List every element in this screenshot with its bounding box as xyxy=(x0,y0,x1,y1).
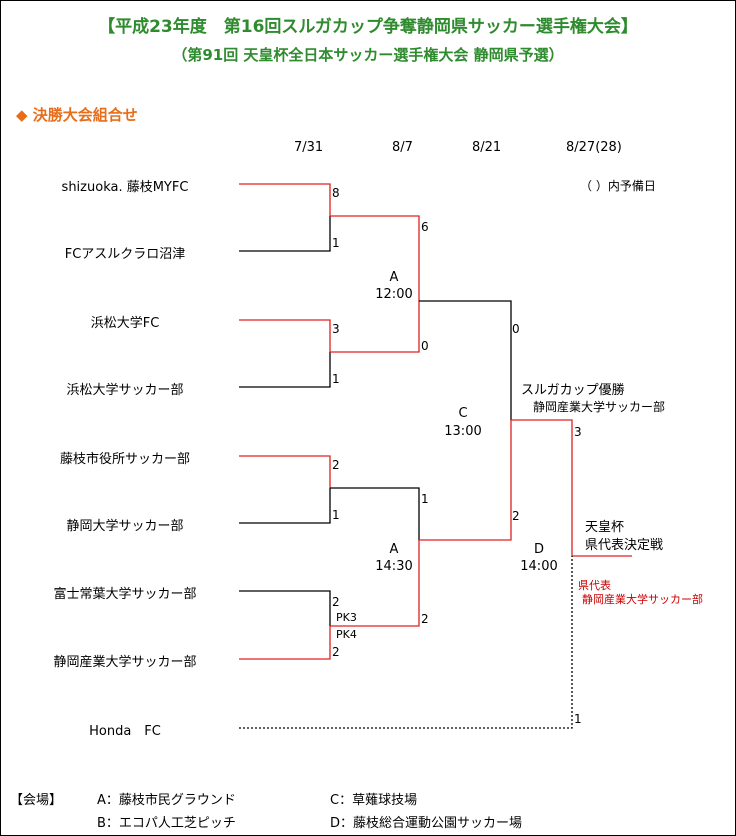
score-final-top: 3 xyxy=(574,425,582,439)
rep-team: 静岡産業大学サッカー部 xyxy=(582,593,703,606)
score-r2m2-top: 1 xyxy=(421,492,429,506)
team-2: FCアスルクラロ沼津 xyxy=(64,247,186,262)
team-5: 藤枝市役所サッカー部 xyxy=(59,452,190,467)
rep-label: 県代表 xyxy=(578,579,611,592)
time-a-upper: 12:00 xyxy=(375,287,413,302)
page-subtitle: （第91回 天皇杯全日本サッカー選手権大会 静岡県予選） xyxy=(172,46,564,64)
score-r1m2-bottom: 1 xyxy=(332,372,340,386)
score-r2m2-bottom: 2 xyxy=(421,612,429,626)
score-r1m4-bottom: 2 xyxy=(332,645,340,659)
venue-legend-d: D：藤枝総合運動公園サッカー場 xyxy=(330,816,523,831)
reserve-note: （ ）内予備日 xyxy=(580,179,656,193)
line-r1m1-winner xyxy=(239,183,331,216)
team-4: 浜松大学サッカー部 xyxy=(66,383,184,398)
team-8: 静岡産業大学サッカー部 xyxy=(53,655,197,670)
line-semi-loser xyxy=(419,300,512,420)
line-r1m2-winner xyxy=(239,319,331,352)
suruga-title: スルガカップ優勝 xyxy=(521,383,625,398)
pk-r1m4-top: PK3 xyxy=(336,611,357,624)
venue-c: C xyxy=(458,406,468,421)
page-title: 【平成23年度 第16回スルガカップ争奪静岡県サッカー選手権大会】 xyxy=(98,17,638,37)
team-3: 浜松大学FC xyxy=(90,316,160,331)
line-r2m2-loser xyxy=(330,487,420,540)
venue-legend-a: A：藤枝市民グラウンド xyxy=(97,793,236,808)
line-semi-winner xyxy=(419,420,512,541)
score-r1m2-top: 3 xyxy=(332,322,340,336)
score-r1m3-bottom: 1 xyxy=(332,508,340,522)
line-r1m4-loser xyxy=(239,590,331,626)
venue-d: D xyxy=(533,542,544,557)
score-r1m1-top: 8 xyxy=(332,186,340,200)
score-final-bottom: 1 xyxy=(574,712,582,726)
score-r1m4-top: 2 xyxy=(332,595,340,609)
time-d: 14:00 xyxy=(520,559,558,574)
line-final-winner xyxy=(511,419,573,556)
team-6: 静岡大学サッカー部 xyxy=(66,519,184,534)
venue-a-upper: A xyxy=(389,270,399,285)
line-r1m4-winner xyxy=(239,626,331,660)
date-round1: 7/31 xyxy=(294,140,324,155)
time-a-lower: 14:30 xyxy=(375,559,413,574)
team-1: shizuoka. 藤枝MYFC xyxy=(61,180,189,195)
venue-a-lower: A xyxy=(389,542,399,557)
venue-legend-b: B：エコパ人工芝ピッチ xyxy=(97,816,236,831)
line-r1m3-loser xyxy=(239,488,331,524)
venue-legend-c: C：草薙球技場 xyxy=(330,793,418,808)
emperor-title-1: 天皇杯 xyxy=(585,520,625,535)
venue-legend-label: 【会場】 xyxy=(10,793,63,808)
line-r2m2-winner xyxy=(330,540,420,627)
line-final-seed xyxy=(239,556,573,729)
line-r2m1-winner xyxy=(330,215,420,301)
date-round2: 8/7 xyxy=(392,140,413,155)
date-semifinal: 8/21 xyxy=(472,140,502,155)
score-semi-bottom: 2 xyxy=(512,509,520,523)
score-r1m1-bottom: 1 xyxy=(332,236,340,250)
pk-r1m4-bottom: PK4 xyxy=(336,628,357,641)
score-r1m3-top: 2 xyxy=(332,458,340,472)
emperor-title-2: 県代表決定戦 xyxy=(585,538,664,553)
team-7: 富士常葉大学サッカー部 xyxy=(53,587,197,602)
time-c: 13:00 xyxy=(444,424,482,439)
line-r2m1-loser xyxy=(330,301,420,353)
date-final: 8/27(28) xyxy=(566,140,622,155)
team-9: Honda FC xyxy=(89,724,161,739)
section-heading: ◆ 決勝大会組合せ xyxy=(16,106,138,124)
score-r2m1-bottom: 0 xyxy=(421,339,429,353)
line-r1m2-loser xyxy=(239,352,331,388)
line-r1m3-winner xyxy=(239,455,331,488)
score-semi-top: 0 xyxy=(512,322,520,336)
score-r2m1-top: 6 xyxy=(421,220,429,234)
suruga-winner: 静岡産業大学サッカー部 xyxy=(533,400,666,414)
line-r1m1-loser xyxy=(239,216,331,252)
